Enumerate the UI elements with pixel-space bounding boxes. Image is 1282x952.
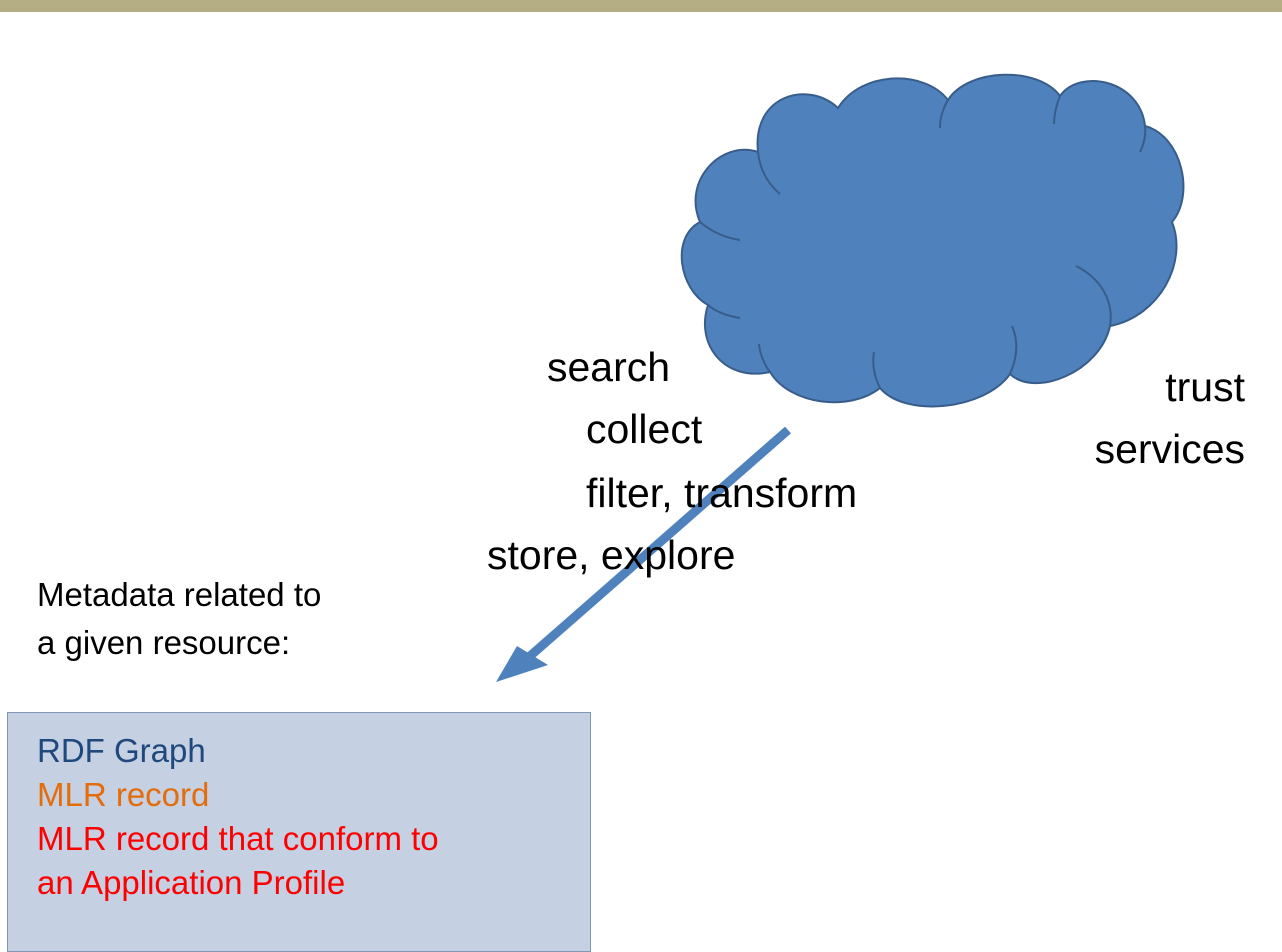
cloud-shape [680, 73, 1185, 408]
metadata-caption-line1: Metadata related to [37, 576, 322, 613]
top-accent-bar [0, 0, 1282, 12]
rdf-graph-label: RDF Graph [37, 732, 206, 769]
metadata-record-box: RDF Graph MLR record MLR record that con… [7, 712, 591, 952]
mlr-profile-label-line1: MLR record that conform to [37, 820, 439, 857]
action-filter-transform: filter, transform [586, 470, 858, 516]
trust-label: trust [1165, 364, 1245, 410]
metadata-caption-line2: a given resource: [37, 624, 291, 661]
mlr-record-label: MLR record [37, 776, 210, 813]
action-search: search [547, 344, 671, 390]
arrow [496, 426, 791, 682]
mlr-profile-label-line2: an Application Profile [37, 864, 346, 901]
services-label: services [1094, 426, 1245, 472]
action-collect: collect [586, 406, 703, 452]
action-store-explore: store, explore [487, 532, 736, 578]
